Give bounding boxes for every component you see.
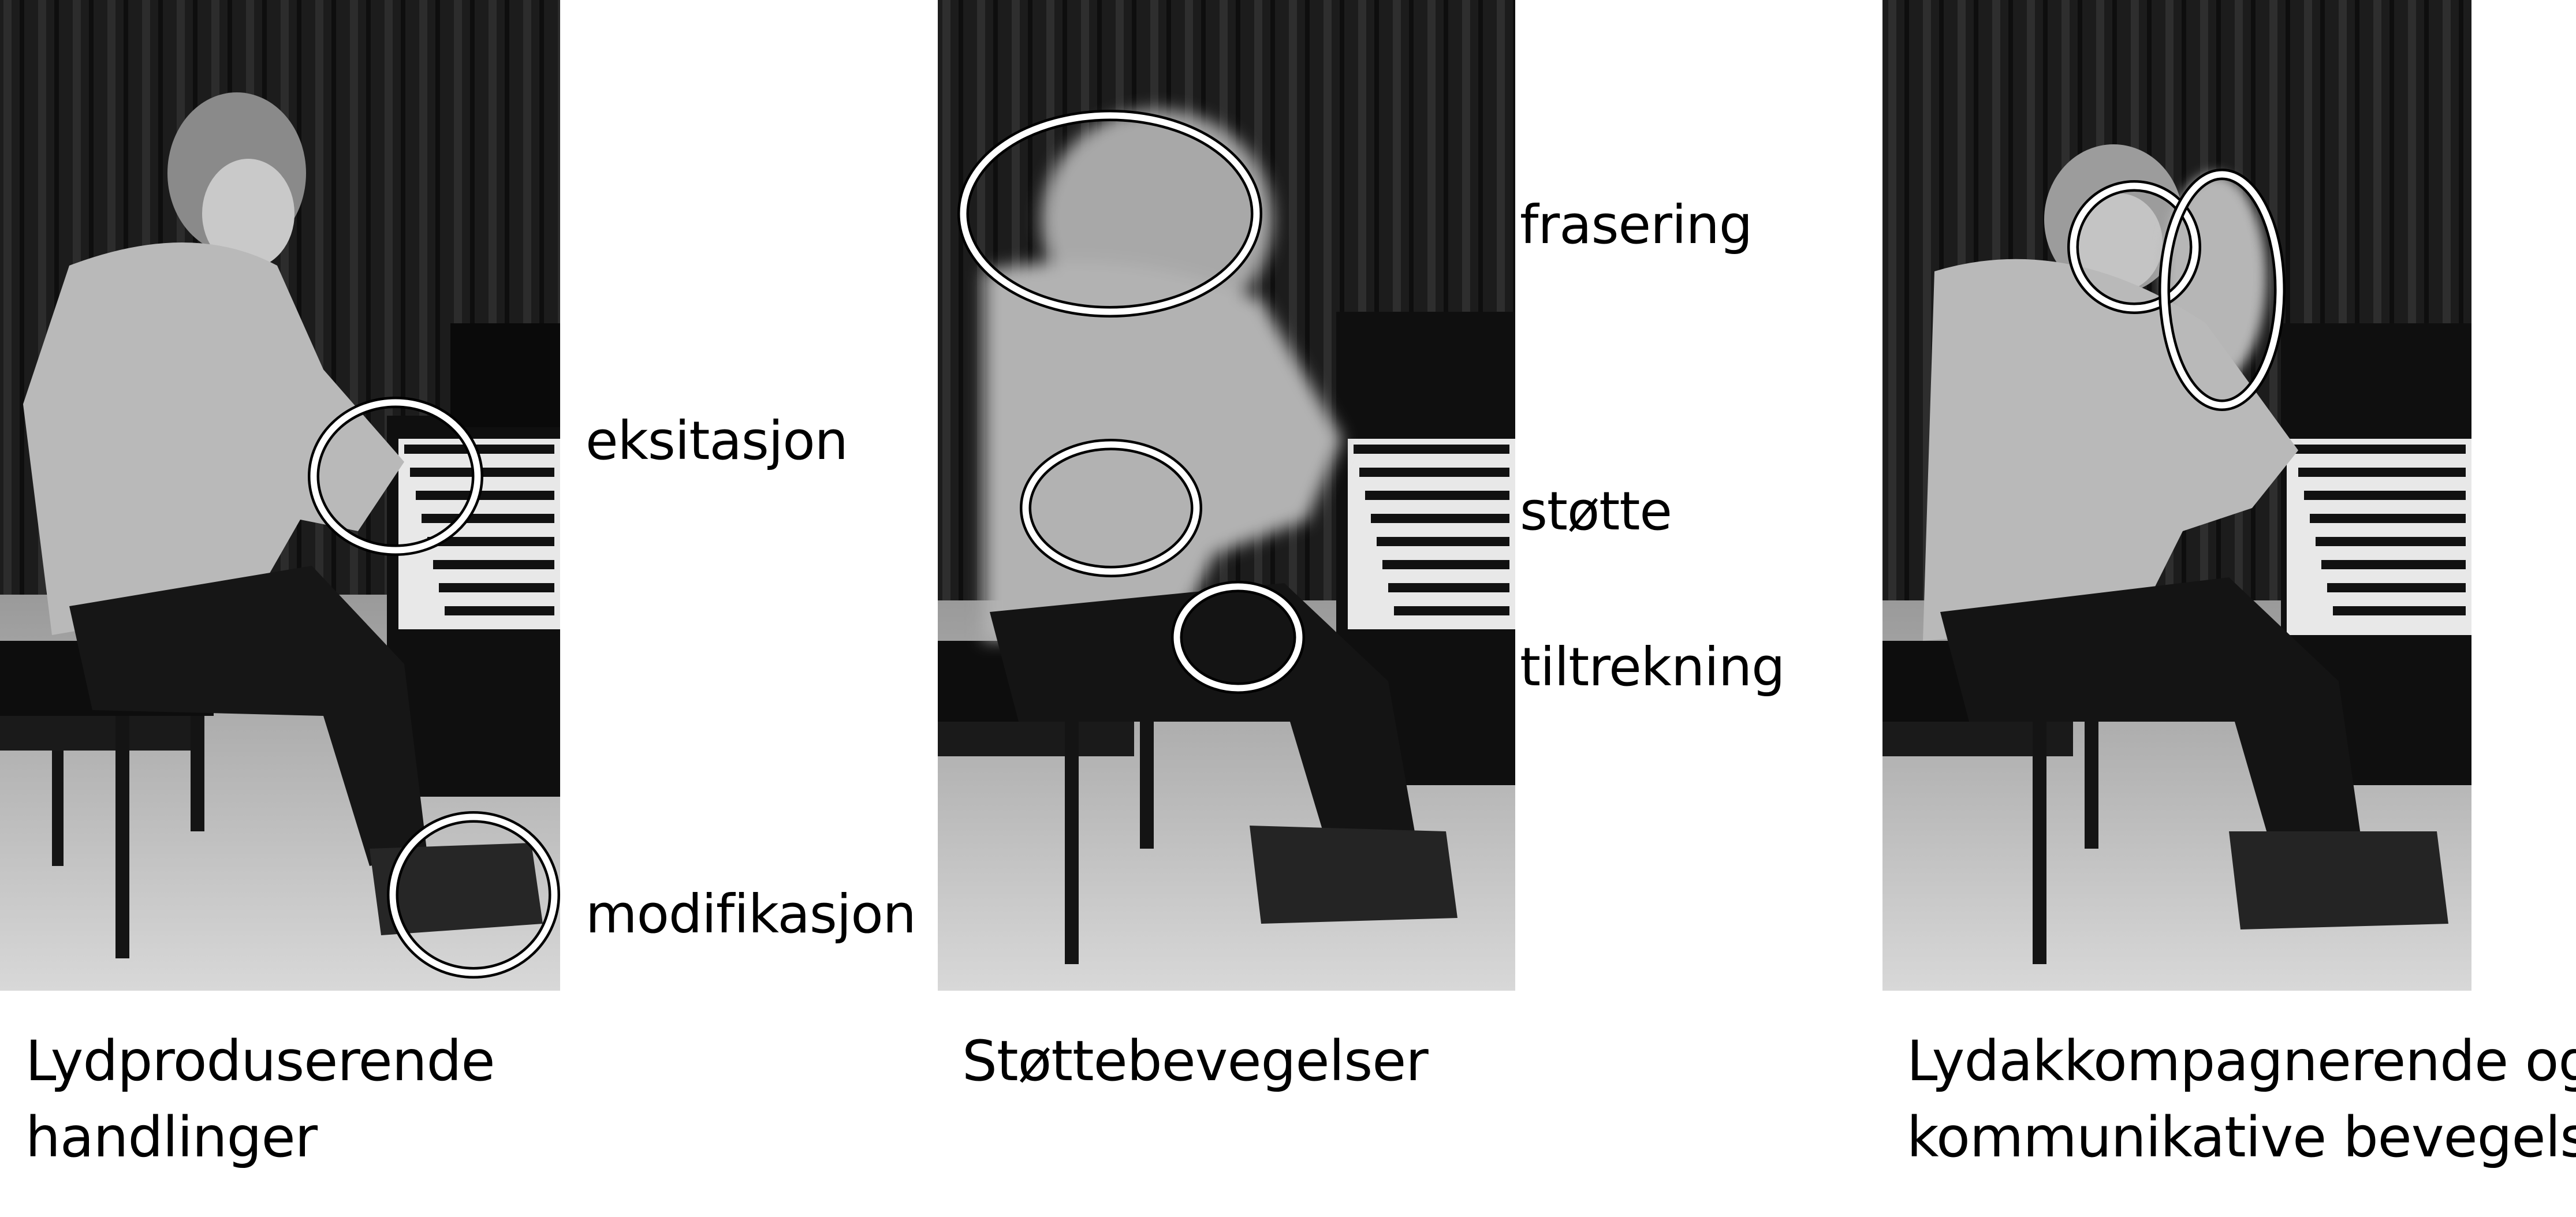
piano-player-photo-3 <box>1882 0 2471 991</box>
panel-caption: Lydakkompagnerende og kommunikative beve… <box>1907 1023 2576 1175</box>
annotation-label: tiltrekning <box>1520 636 1785 698</box>
caption-line: kommunikative bevegelser <box>1907 1105 2576 1170</box>
caption-line: Lydproduserende <box>25 1029 495 1093</box>
caption-line: Støttebevegelser <box>962 1029 1429 1093</box>
panel-caption: Støttebevegelser <box>962 1023 1429 1099</box>
photo-panel-sound-accompanying <box>1882 0 2471 991</box>
annotation-label: eksitasjon <box>586 410 848 472</box>
annotation-label: frasering <box>1520 194 1753 256</box>
caption-line: Lydakkompagnerende og <box>1907 1029 2576 1093</box>
highlight-circle-head <box>2070 182 2199 312</box>
highlight-circle-modification <box>389 813 558 976</box>
photo-panel-sound-producing <box>0 0 560 991</box>
highlight-circle-support <box>1022 441 1200 575</box>
highlight-circle-phrasing <box>960 112 1260 315</box>
piano-player-photo-1 <box>0 0 560 991</box>
annotation-label: modifikasjon <box>586 883 916 945</box>
piano-player-photo-2 <box>938 0 1515 991</box>
annotation-label: støtte <box>1520 480 1672 542</box>
highlight-circle-excitation <box>310 399 481 554</box>
highlight-circle-entrainment <box>1173 583 1303 692</box>
caption-line: handlinger <box>25 1105 318 1170</box>
highlight-circle-arm <box>2161 171 2283 409</box>
panel-caption: Lydproduserende handlinger <box>25 1023 495 1175</box>
photo-panel-support <box>938 0 1515 991</box>
